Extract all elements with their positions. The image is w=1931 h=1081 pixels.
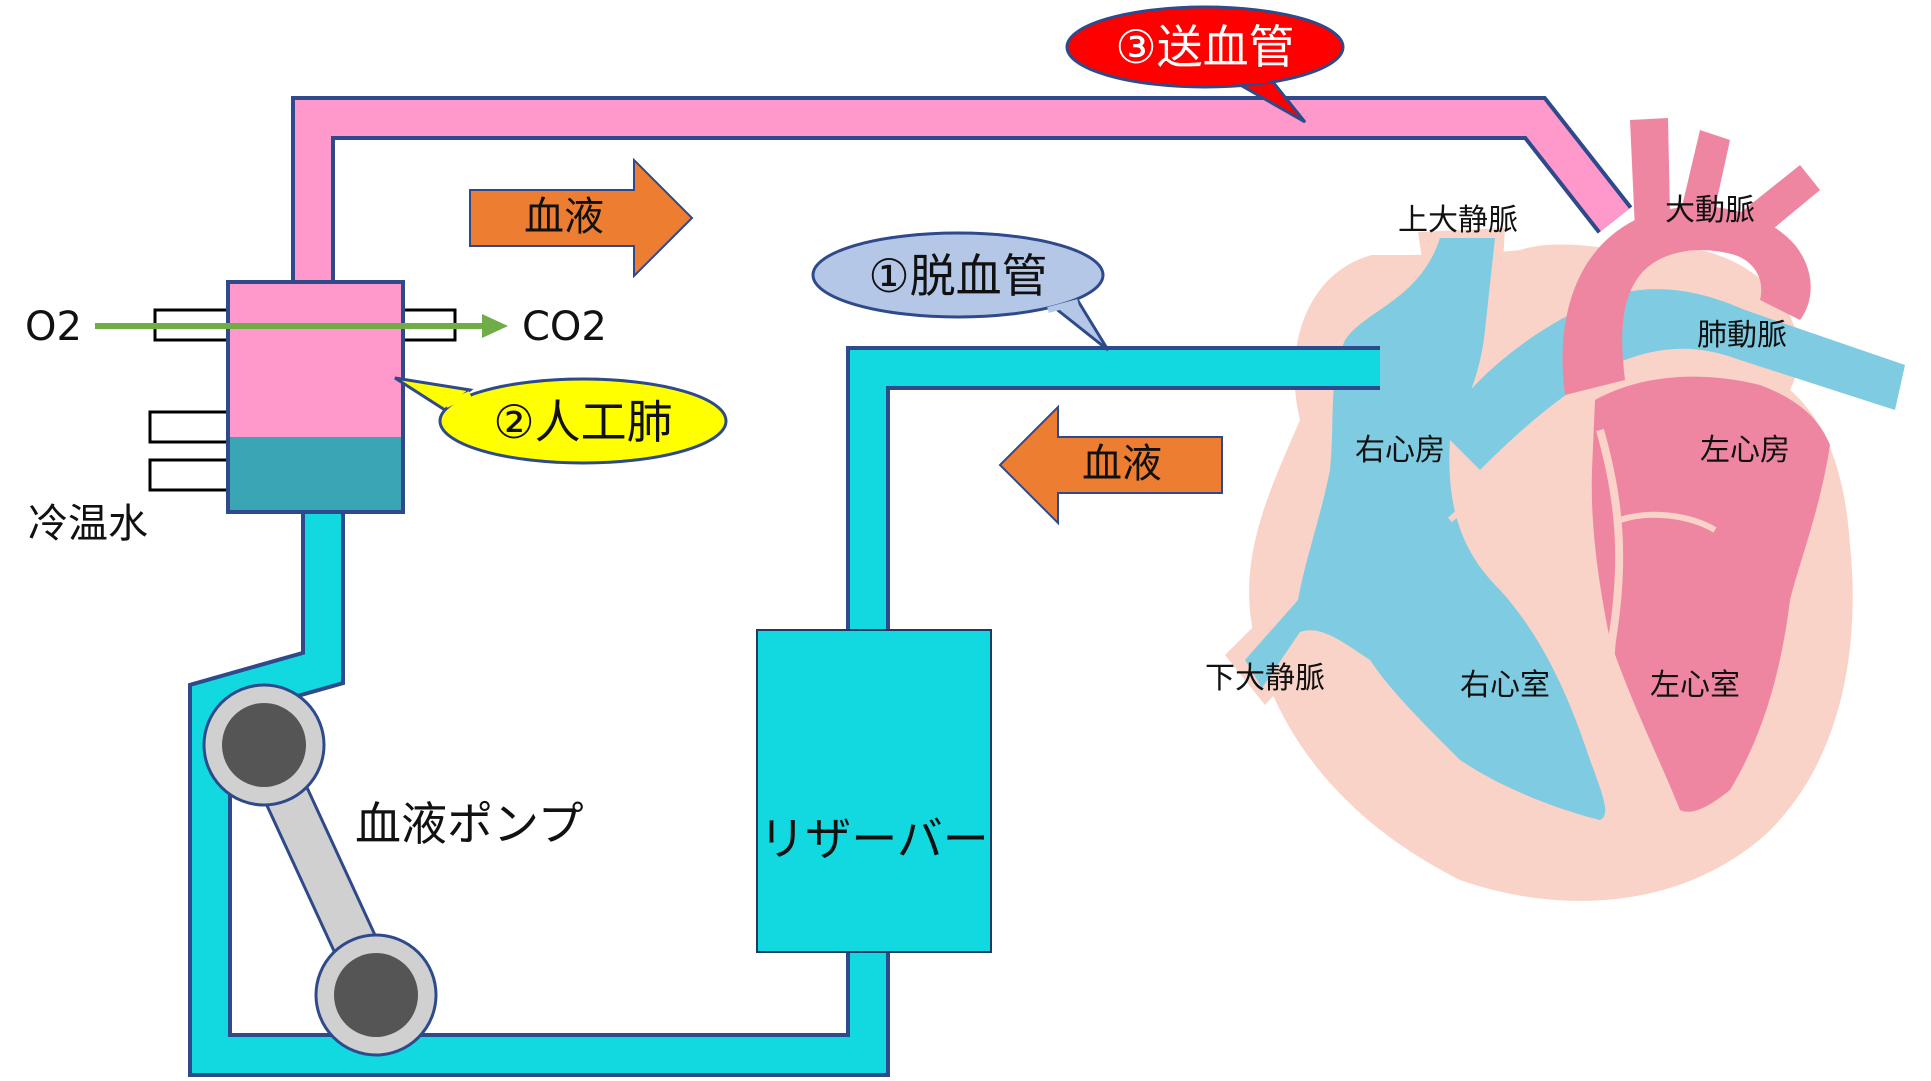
arrow-blood-from-heart: 血液 xyxy=(998,404,1223,526)
oxygenator-body-top xyxy=(228,282,403,437)
callout-oxygenator-label: ②人工肺 xyxy=(493,395,672,449)
oxygenator-frame xyxy=(226,280,405,514)
septum-line xyxy=(1596,428,1644,812)
aorta-branch-3 xyxy=(1725,165,1820,248)
label-svc: 上大静脈 xyxy=(1398,203,1518,238)
water-port-top xyxy=(148,410,232,444)
callout-drain-cannula-label: ①脱血管 xyxy=(868,249,1047,303)
reservoir: リザーバー xyxy=(756,629,992,953)
blood-pump: 血液ポンプ xyxy=(202,683,584,1057)
label-co2: CO2 xyxy=(522,304,607,350)
return-line-fill xyxy=(295,100,1630,285)
aorta-branch-2 xyxy=(1680,130,1730,222)
circuit-line-lower-fill xyxy=(192,510,886,1073)
arrow-blood-to-heart-label: 血液 xyxy=(524,194,604,240)
label-ivc: 下大静脈 xyxy=(1205,661,1325,696)
label-left-atrium: 左心房 xyxy=(1700,433,1790,468)
callout-drain-cannula: ①脱血管 xyxy=(811,231,1110,352)
label-right-ventricle: 右心室 xyxy=(1460,668,1550,703)
valve-line-left xyxy=(1619,511,1717,533)
label-cold-warm-water: 冷温水 xyxy=(28,501,148,547)
label-right-atrium: 右心房 xyxy=(1355,433,1445,468)
pump-roller-top xyxy=(222,703,306,787)
aorta-branch-1 xyxy=(1630,118,1670,230)
left-heart-chambers xyxy=(1591,376,1830,812)
arrow-blood-to-heart: 血液 xyxy=(469,157,694,279)
oxygenator-body-water xyxy=(228,437,403,512)
label-left-ventricle: 左心室 xyxy=(1650,668,1740,703)
drain-line-fill xyxy=(850,350,1380,630)
oxygenator: O2 CO2 冷温水 xyxy=(25,280,607,547)
valve-line-right xyxy=(1447,487,1558,523)
water-port-bottom xyxy=(148,458,232,492)
aorta xyxy=(1562,206,1811,395)
callout-oxygenator: ②人工肺 xyxy=(394,376,728,465)
arrow-blood-from-heart-label: 血液 xyxy=(1082,441,1162,487)
pump-label: 血液ポンプ xyxy=(355,797,584,851)
label-o2: O2 xyxy=(25,304,82,350)
reservoir-label: リザーバー xyxy=(759,812,989,866)
heart-illustration: 上大静脈 大動脈 肺動脈 右心房 左心房 下大静脈 右心室 左心室 xyxy=(1205,118,1905,901)
pump-roller-bottom xyxy=(334,953,418,1037)
gas-flow-arrowhead xyxy=(482,314,508,338)
callout-return-cannula: ③送血管 xyxy=(1065,5,1345,124)
pulmonary-artery xyxy=(1440,289,1905,470)
label-aorta: 大動脈 xyxy=(1665,193,1755,228)
callout-return-cannula-label: ③送血管 xyxy=(1115,20,1294,74)
label-pulmonary-artery: 肺動脈 xyxy=(1697,318,1787,353)
